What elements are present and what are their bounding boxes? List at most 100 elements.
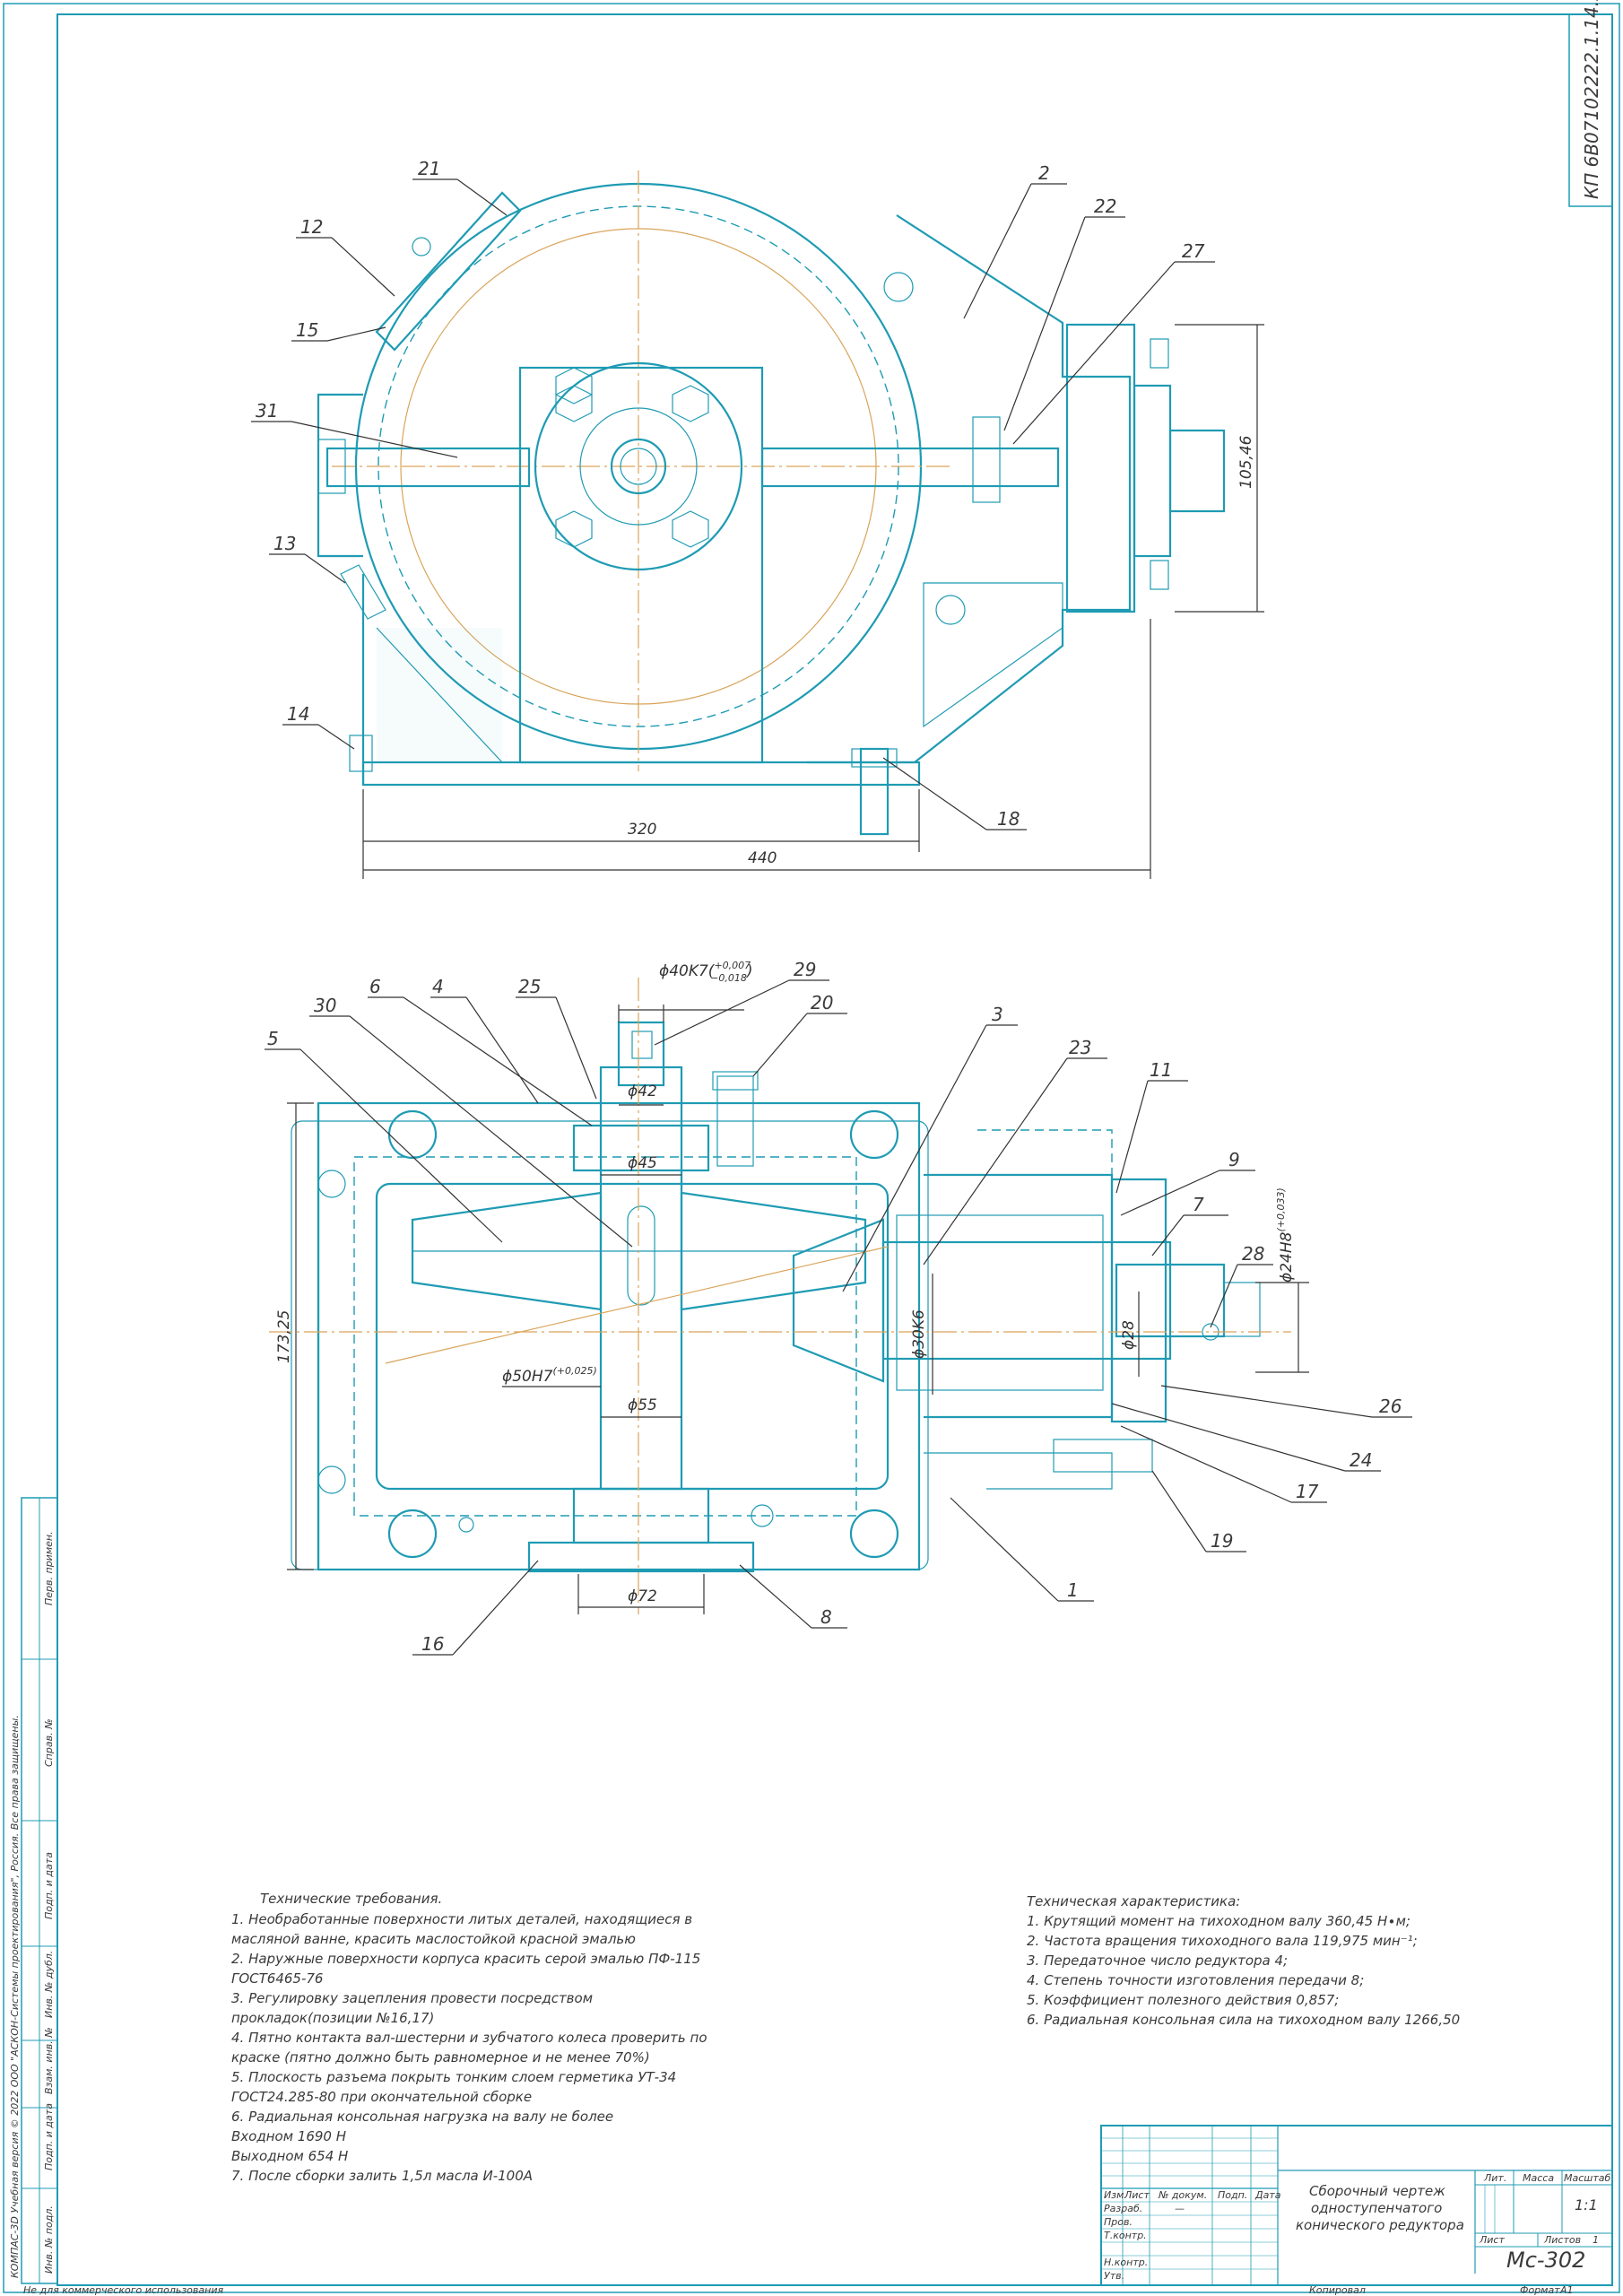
svg-text:1: 1 — [1593, 2234, 1599, 2246]
svg-text:Взам. инв. №: Взам. инв. № — [43, 2027, 55, 2094]
svg-text:17: 17 — [1296, 1481, 1319, 1502]
label-7: 7 — [1151, 1194, 1228, 1257]
dim-d24: ϕ24H8(+0,033) — [1275, 1187, 1296, 1283]
svg-text:А1: А1 — [1559, 2284, 1574, 2296]
svg-text:9: 9 — [1228, 1149, 1240, 1170]
svg-text:краске (пятно должно быть равн: краске (пятно должно быть равномерное и … — [231, 2049, 650, 2066]
dim-d30: ϕ30K6 — [910, 1309, 928, 1359]
svg-text:2: 2 — [1038, 162, 1050, 184]
svg-text:30: 30 — [314, 995, 336, 1016]
side-stamp: КОМПАС-3D Учебная версия © 2022 ООО "АСК… — [9, 1497, 58, 2284]
svg-text:Лист: Лист — [1479, 2234, 1505, 2246]
svg-text:одноступенчатого: одноступенчатого — [1311, 2200, 1442, 2216]
label-26: 26 — [1160, 1385, 1412, 1418]
svg-text:5: 5 — [267, 1028, 279, 1049]
dim-d50: ϕ50H7(+0,025) — [502, 1365, 597, 1386]
copyright-notice: КОМПАС-3D Учебная версия © 2022 ООО "АСК… — [9, 1715, 21, 2278]
tech-characteristics: Техническая характеристика: 1. Крутящий … — [1027, 1893, 1460, 2028]
svg-text:Разраб.: Разраб. — [1104, 2203, 1142, 2214]
label-18: 18 — [882, 757, 1027, 831]
svg-text:Выходном 654 Н: Выходном 654 Н — [231, 2148, 348, 2164]
svg-text:Перв. примен.: Перв. примен. — [43, 1531, 55, 1605]
tech-char-title: Техническая характеристика: — [1027, 1893, 1240, 1909]
noncommercial-note: Не для коммерческого использования — [23, 2284, 223, 2296]
svg-text:Изм.: Изм. — [1104, 2189, 1127, 2201]
title-block: Изм. Лист № докум. Подп. Дата Разраб. Пр… — [1100, 2125, 1613, 2286]
svg-text:23: 23 — [1069, 1037, 1091, 1058]
label-11: 11 — [1115, 1059, 1188, 1194]
svg-text:ГОСТ24.285-80 при окончательно: ГОСТ24.285-80 при окончательной сборке — [231, 2089, 532, 2105]
top-view — [317, 170, 1226, 836]
svg-text:11: 11 — [1150, 1059, 1172, 1081]
svg-text:27: 27 — [1182, 240, 1205, 262]
svg-text:5. Коэффициент полезного дейст: 5. Коэффициент полезного действия 0,857; — [1027, 1992, 1339, 2008]
svg-text:Формат: Формат — [1520, 2284, 1560, 2296]
svg-text:4. Пятно контакта вал-шестерни: 4. Пятно контакта вал-шестерни и зубчато… — [231, 2030, 707, 2046]
svg-text:Т.контр.: Т.контр. — [1104, 2230, 1147, 2241]
svg-text:5. Плоскость разъема покрыть: 5. Плоскость разъема покрыть тонким слое… — [231, 2069, 676, 2085]
svg-text:Лит.: Лит. — [1483, 2172, 1506, 2184]
dim-d28: ϕ28 — [1120, 1320, 1138, 1350]
svg-text:№ докум.: № докум. — [1158, 2189, 1207, 2201]
drawing-designation: Мс-302 — [1506, 2248, 1585, 2273]
svg-text:Подп. и дата: Подп. и дата — [43, 2103, 55, 2170]
svg-text:15: 15 — [296, 319, 318, 341]
svg-text:1: 1 — [1067, 1579, 1079, 1601]
footer: Не для коммерческого использования Копир… — [23, 2284, 1574, 2296]
label-15: 15 — [291, 319, 386, 342]
svg-text:14: 14 — [287, 703, 309, 725]
outer-frame — [3, 3, 1620, 2293]
svg-text:1. Необработанные поверхности: 1. Необработанные поверхности литых дета… — [231, 1911, 692, 1927]
svg-text:Копировал: Копировал — [1309, 2284, 1366, 2296]
dim-440: 440 — [748, 849, 777, 867]
svg-text:6. Радиальная консольная сила: 6. Радиальная консольная сила на тихоход… — [1027, 2012, 1460, 2028]
dim-320: 320 — [628, 821, 656, 839]
label-12: 12 — [296, 216, 395, 297]
section-view-labels: 29 30 6 4 25 20 3 23 11 5 9 7 28 26 24 — [265, 959, 1412, 1656]
label-19: 19 — [1151, 1470, 1246, 1552]
label-3: 3 — [842, 1004, 1018, 1292]
svg-text:4: 4 — [432, 976, 444, 997]
dim-d55: ϕ55 — [628, 1396, 657, 1414]
svg-text:Лист: Лист — [1124, 2189, 1150, 2201]
svg-text:29: 29 — [794, 959, 816, 980]
svg-text:3: 3 — [992, 1004, 1003, 1025]
svg-text:13: 13 — [273, 533, 296, 554]
svg-text:ГОСТ6465-76: ГОСТ6465-76 — [231, 1970, 323, 1987]
label-22: 22 — [1003, 196, 1125, 431]
top-view-labels: 21 2 22 27 12 15 31 13 14 18 — [251, 158, 1215, 831]
svg-text:3. Регулировку зацеплен: 3. Регулировку зацепления провести посре… — [231, 1990, 593, 2006]
svg-text:21: 21 — [418, 158, 440, 179]
svg-text:конического редуктора: конического редуктора — [1296, 2217, 1464, 2233]
label-1: 1 — [950, 1497, 1094, 1602]
svg-text:16: 16 — [421, 1633, 444, 1655]
svg-text:8: 8 — [820, 1606, 832, 1628]
label-30: 30 — [309, 995, 633, 1248]
svg-text:20: 20 — [811, 992, 833, 1013]
label-31: 31 — [251, 400, 458, 458]
svg-text:Справ. №: Справ. № — [43, 1718, 55, 1767]
top-view-dimensions: 320 440 105,46 — [362, 324, 1264, 879]
dim-d45: ϕ45 — [628, 1154, 657, 1172]
svg-text:Пров.: Пров. — [1104, 2216, 1133, 2228]
svg-text:28: 28 — [1242, 1243, 1264, 1265]
svg-text:—: — — [1175, 2203, 1185, 2214]
svg-text:Н.контр.: Н.контр. — [1104, 2257, 1148, 2268]
svg-text:2. Частота вращения тихоходног: 2. Частота вращения тихоходного вала 119… — [1027, 1933, 1418, 1949]
dim-d40: ϕ40K7(+0,007−0,018) — [659, 960, 753, 984]
label-27: 27 — [1012, 240, 1215, 445]
tech-requirements: Технические требования. 1. Необработанны… — [231, 1891, 707, 2184]
label-8: 8 — [739, 1564, 847, 1629]
label-14: 14 — [282, 703, 355, 750]
label-2: 2 — [963, 162, 1067, 319]
label-4: 4 — [430, 976, 539, 1104]
svg-text:6: 6 — [369, 976, 381, 997]
svg-text:7. После сборки залить 1,5л м: 7. После сборки залить 1,5л масла И-100А — [231, 2168, 533, 2184]
label-24: 24 — [1111, 1403, 1381, 1472]
label-20: 20 — [752, 992, 847, 1077]
svg-text:1. Крутящий момент на тихоходн: 1. Крутящий момент на тихоходном валу 36… — [1027, 1913, 1410, 1929]
document-code: КП 6В07102222.1.14.23 — [1581, 0, 1602, 199]
svg-text:24: 24 — [1350, 1449, 1372, 1471]
svg-text:31: 31 — [256, 400, 278, 422]
